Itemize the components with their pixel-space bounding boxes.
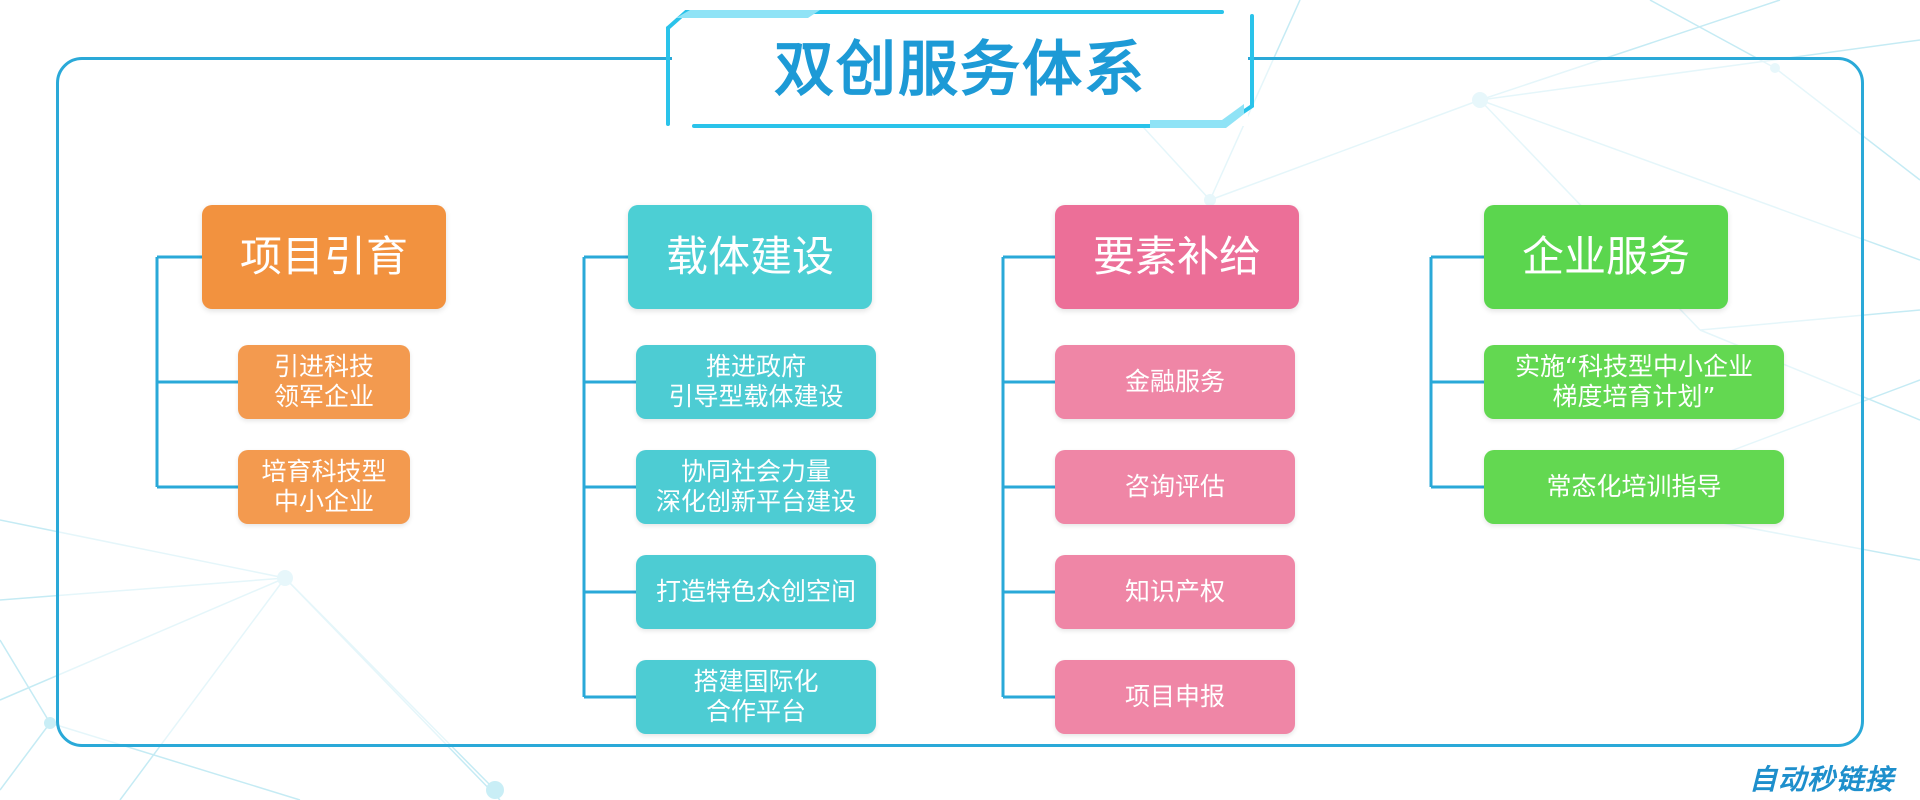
- item-line: 深化创新平台建设: [655, 487, 856, 516]
- item-line: 中小企业: [273, 487, 374, 516]
- category-box: 载体建设: [628, 205, 872, 309]
- diagram-title: 双创服务体系: [774, 35, 1146, 105]
- item-box: 咨询评估: [1055, 450, 1295, 524]
- watermark: 自动秒链接: [1748, 763, 1894, 796]
- item-box: 实施“科技型中小企业梯度培育计划”: [1484, 345, 1784, 419]
- item-box: 引进科技领军企业: [238, 345, 410, 419]
- title-decoration: [666, 10, 1254, 128]
- item-line: 培育科技型: [261, 457, 387, 486]
- item-box: 项目申报: [1055, 660, 1295, 734]
- item-box: 搭建国际化合作平台: [636, 660, 876, 734]
- item-text: 推进政府引导型载体建设: [668, 352, 843, 412]
- item-line: 领军企业: [273, 382, 374, 411]
- item-box: 培育科技型中小企业: [238, 450, 410, 524]
- item-line: 金融服务: [1124, 367, 1225, 396]
- item-text: 协同社会力量深化创新平台建设: [656, 457, 856, 517]
- item-text: 实施“科技型中小企业梯度培育计划”: [1515, 352, 1753, 412]
- item-text: 常态化培训指导: [1546, 472, 1721, 502]
- item-text: 培育科技型中小企业: [261, 457, 386, 517]
- item-line: 常态化培训指导: [1546, 472, 1722, 501]
- item-line: 打造特色众创空间: [655, 577, 856, 606]
- item-text: 打造特色众创空间: [656, 577, 856, 607]
- item-box: 知识产权: [1055, 555, 1295, 629]
- item-line: 引导型载体建设: [668, 382, 844, 411]
- item-line: 推进政府: [705, 352, 806, 381]
- item-box: 推进政府引导型载体建设: [636, 345, 876, 419]
- item-line: 协同社会力量: [680, 457, 831, 486]
- category-box: 企业服务: [1484, 205, 1728, 309]
- item-text: 搭建国际化合作平台: [693, 667, 818, 727]
- item-line: 引进科技: [273, 352, 374, 381]
- title-box: [672, 14, 1248, 126]
- item-box: 金融服务: [1055, 345, 1295, 419]
- item-line: 搭建国际化: [693, 667, 819, 696]
- item-box: 打造特色众创空间: [636, 555, 876, 629]
- item-line: 合作平台: [705, 697, 806, 726]
- item-box: 常态化培训指导: [1484, 450, 1784, 524]
- category-box: 项目引育: [202, 205, 446, 309]
- item-line: 梯度培育计划”: [1552, 382, 1716, 411]
- item-line: 知识产权: [1124, 577, 1225, 606]
- item-line: 项目申报: [1124, 682, 1225, 711]
- item-line: 实施“科技型中小企业: [1515, 352, 1753, 381]
- category-box: 要素补给: [1055, 205, 1299, 309]
- item-text: 引进科技领军企业: [274, 352, 374, 412]
- item-line: 咨询评估: [1124, 472, 1225, 501]
- item-text: 咨询评估: [1125, 472, 1225, 502]
- item-text: 金融服务: [1125, 367, 1225, 397]
- item-text: 项目申报: [1125, 682, 1225, 712]
- item-box: 协同社会力量深化创新平台建设: [636, 450, 876, 524]
- item-text: 知识产权: [1125, 577, 1225, 607]
